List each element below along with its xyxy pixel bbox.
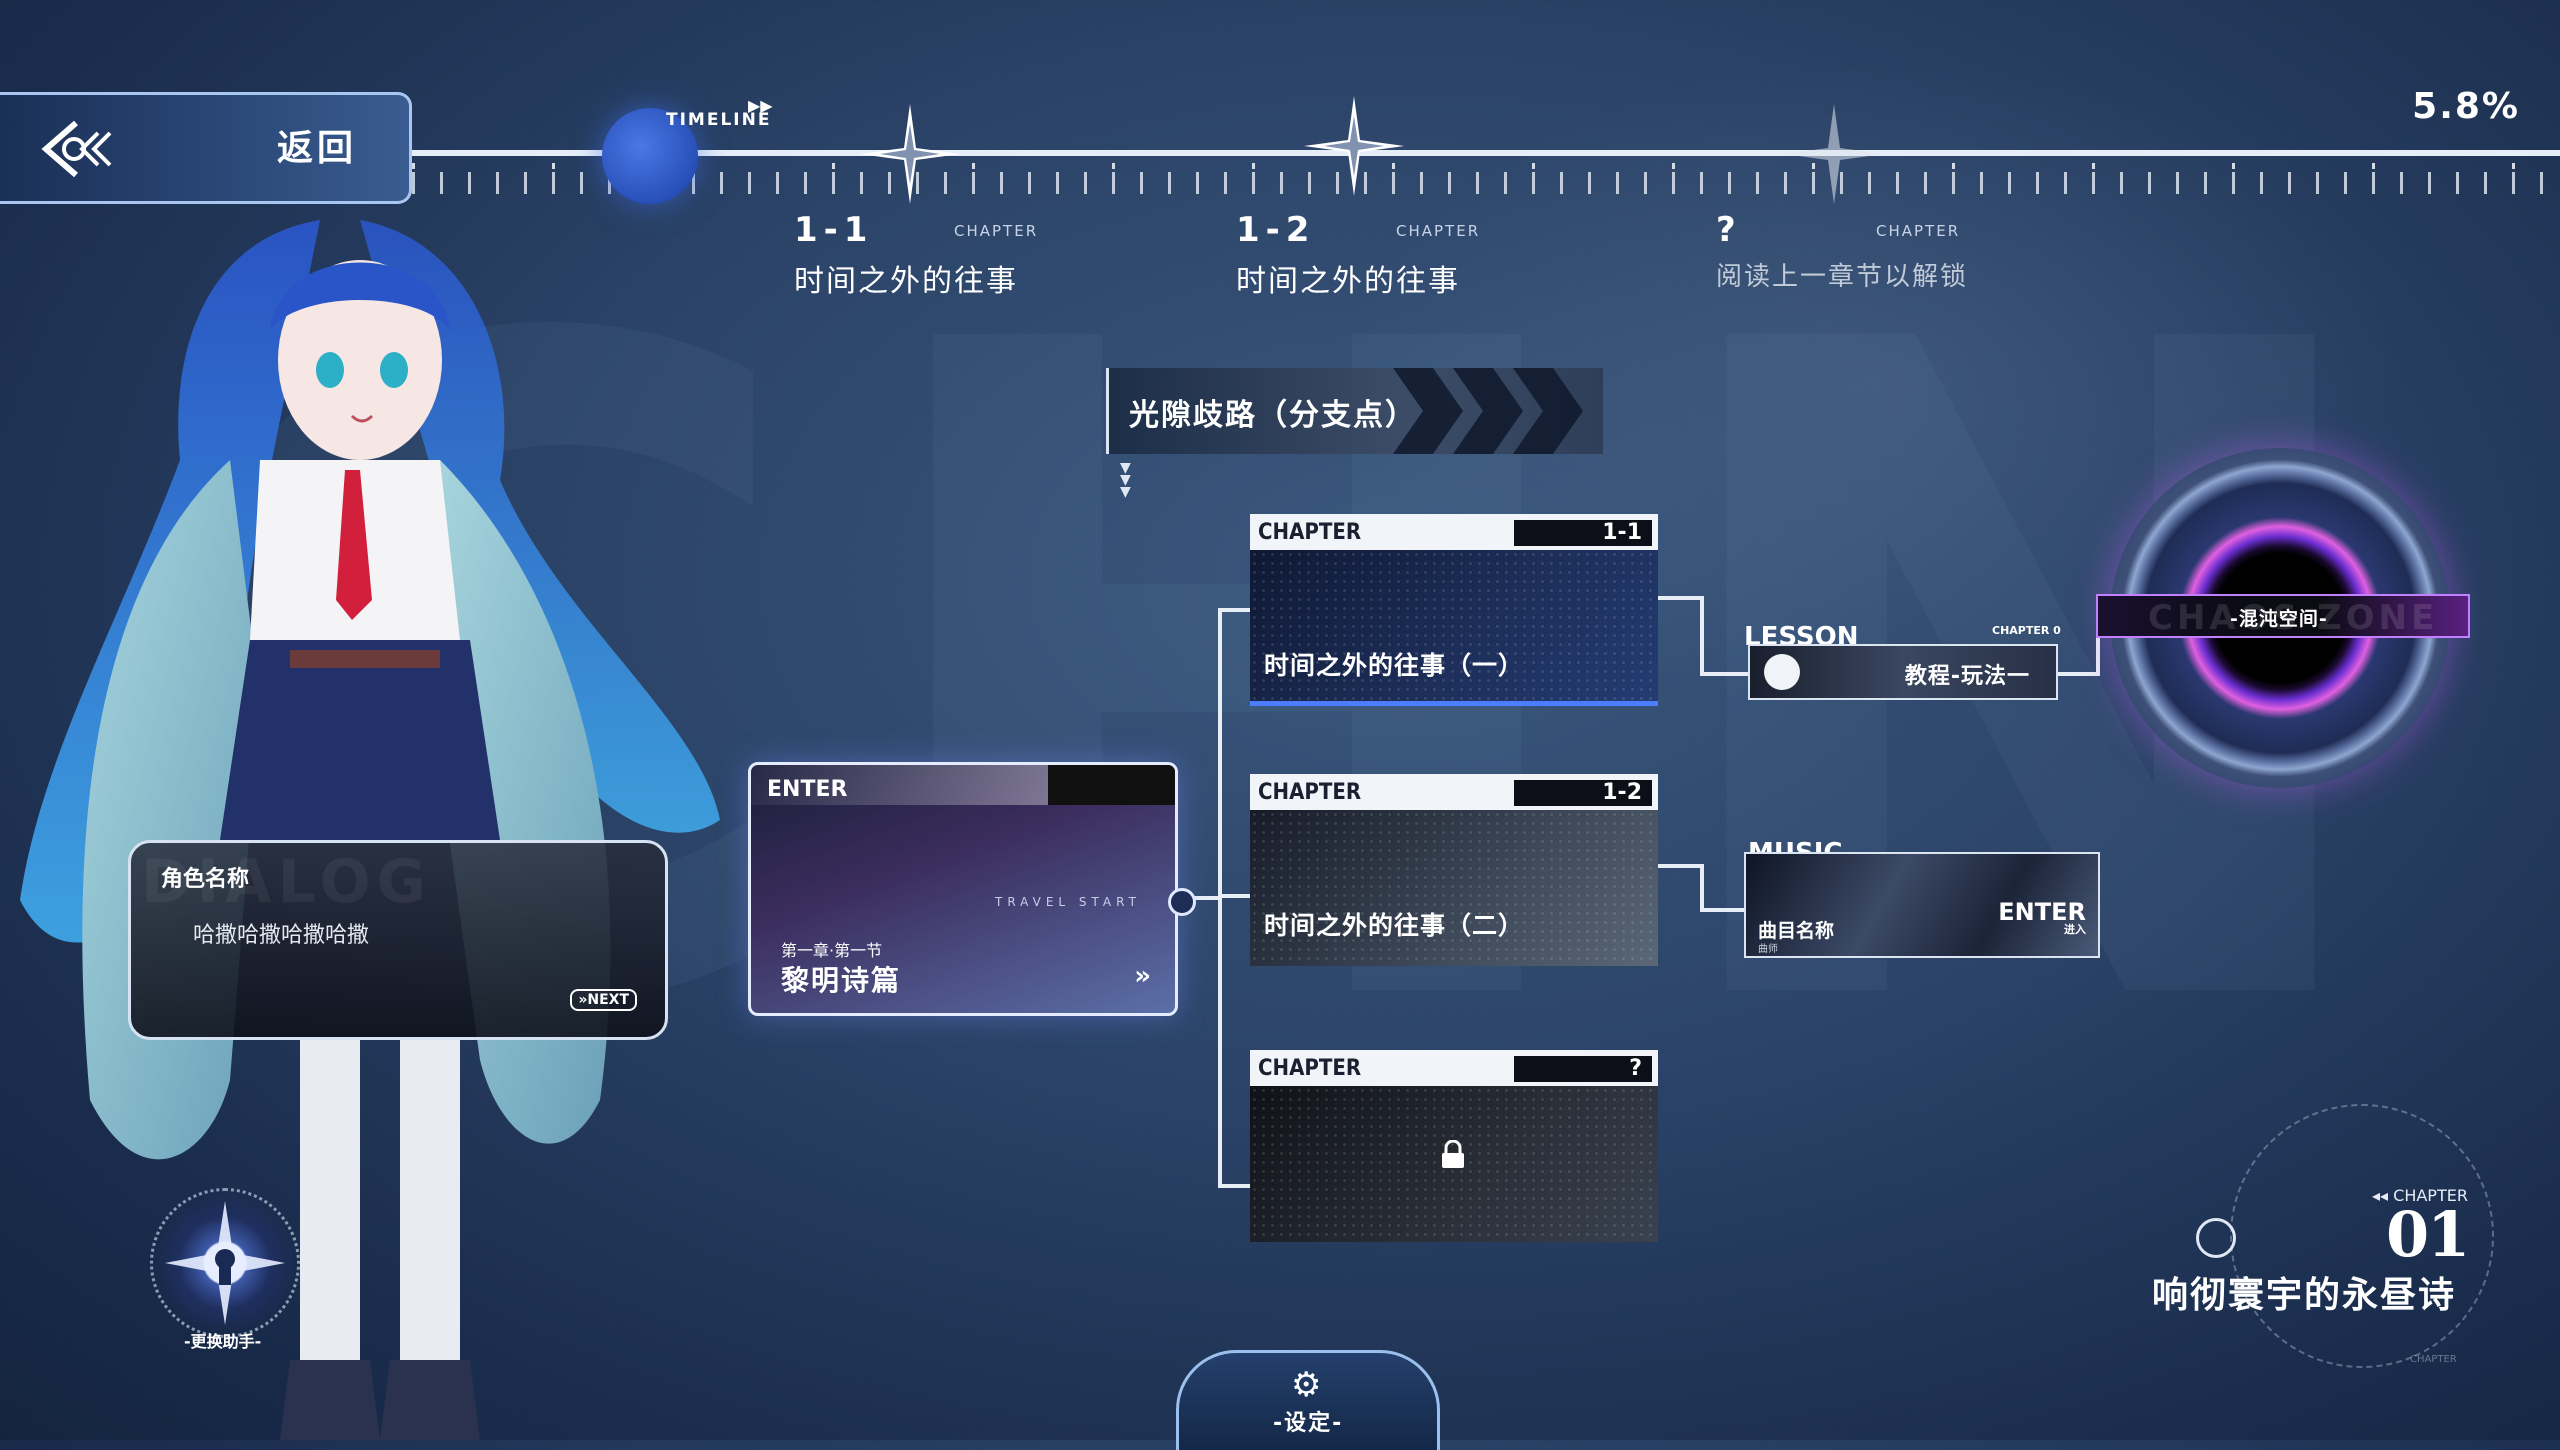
card-pattern — [1250, 550, 1658, 706]
timeline-ticks — [412, 172, 2560, 194]
chapter-indicator-number: 01 — [2386, 1198, 2470, 1271]
branch-point-header: 光隙歧路（分支点） — [1106, 368, 1603, 454]
card-topbar — [751, 765, 1175, 805]
dialog-box[interactable]: DIALOG 角色名称 哈撒哈撒哈撒哈撒 »NEXT — [128, 840, 668, 1040]
chapter-card-1-1[interactable]: CHAPTER 1-1 时间之外的往事（一） — [1250, 514, 1658, 706]
card-title: 时间之外的往事（一） — [1264, 651, 1525, 680]
connector — [1700, 908, 1744, 912]
progress-percent: 5.8% — [2412, 86, 2520, 127]
chapter-tag: CHAPTER — [1876, 222, 1961, 240]
chapter-number: 1-1 — [794, 210, 874, 250]
chapter-indicator-small-tag: CHAPTER — [2410, 1354, 2457, 1365]
dialog-watermark: DIALOG — [141, 847, 432, 917]
chapter-card-1-2[interactable]: CHAPTER 1-2 时间之外的往事（二） — [1250, 774, 1658, 966]
connector — [1218, 608, 1252, 612]
chapter-tag: CHAPTER — [954, 222, 1039, 240]
chapter-indicator-title: 响彻寰宇的永昼诗 — [2152, 1275, 2457, 1316]
start-card-subtitle: 第一章·第一节 — [781, 941, 883, 960]
dialog-text: 哈撒哈撒哈撒哈撒 — [193, 923, 370, 948]
settings-button[interactable]: ⚙ -设定- — [1176, 1350, 1440, 1450]
music-composer: 曲师 — [1758, 944, 1778, 955]
lock-icon — [1442, 1140, 1464, 1168]
timeline-node-star-locked[interactable] — [1784, 104, 1884, 204]
timeline-node-star-1[interactable] — [860, 104, 960, 204]
lesson-title: 教程-玩法一 — [1904, 664, 2030, 689]
chapter-indicator-label: ◂◂ CHAPTER — [2372, 1186, 2468, 1205]
card-chapter-tag: CHAPTER — [1258, 780, 1362, 805]
start-card-title: 黎明诗篇 — [781, 964, 902, 997]
connector — [1190, 896, 1220, 900]
timeline-chapter-2[interactable]: 1-2 CHAPTER 时间之外的往事 — [1236, 210, 1478, 300]
chapter-title: 时间之外的往事 — [794, 264, 1018, 299]
travel-start-text: TRAVEL START — [995, 895, 1141, 909]
card-header: CHAPTER 1-2 — [1250, 774, 1658, 810]
chapter-number: 1-2 — [1236, 210, 1316, 250]
change-assistant-label: -更换助手- — [184, 1332, 262, 1351]
connector — [1658, 596, 1702, 600]
card-header: CHAPTER 1-1 — [1250, 514, 1658, 550]
chaos-zone-watermark: CHAOS ZONE — [2148, 598, 2439, 638]
connector — [2096, 612, 2100, 676]
music-enter-label: ENTER — [1998, 898, 2086, 926]
chaos-zone-band: CHAOS ZONE — [2096, 594, 2470, 638]
card-pattern — [1250, 810, 1658, 966]
rewind-icon: ◂◂ — [2372, 1186, 2394, 1205]
card-chapter-tag: CHAPTER — [1258, 520, 1362, 545]
assistant-character-illustration — [20, 220, 720, 1440]
enter-label: ENTER — [767, 777, 848, 802]
timeline-node-star-2[interactable] — [1304, 96, 1404, 196]
timeline-chapter-locked[interactable]: ? CHAPTER 阅读上一章节以解锁 — [1716, 210, 1968, 293]
next-button[interactable]: »NEXT — [570, 989, 637, 1011]
connector — [1218, 894, 1252, 898]
card-number: 1-2 — [1514, 780, 1652, 806]
card-number: 1-1 — [1514, 520, 1652, 546]
chapter-indicator-circle — [2196, 1218, 2236, 1258]
card-accent-bar — [1250, 701, 1658, 706]
settings-label: -设定- — [1273, 1411, 1344, 1436]
down-arrows-icon: ▼▼▼ — [1120, 460, 1131, 500]
chevrons-icon — [1393, 368, 1583, 454]
music-enter-sub: 进入 — [2064, 923, 2086, 936]
chapter-title: 阅读上一章节以解锁 — [1716, 262, 1969, 292]
branch-label: 光隙歧路（分支点） — [1129, 398, 1417, 433]
connector — [1700, 596, 1704, 674]
go-chevrons-icon: » — [1134, 961, 1151, 991]
chaos-zone-label: -混沌空间- — [2230, 608, 2328, 630]
start-chapter-card[interactable]: ENTER TRAVEL START 第一章·第一节 黎明诗篇 » — [748, 762, 1178, 1016]
music-enter-button[interactable]: ENTER 进入 — [1998, 900, 2086, 935]
connector — [1218, 1184, 1252, 1188]
music-title: 曲目名称 — [1758, 920, 1835, 942]
lesson-tutorial-button[interactable]: 教程-玩法一 — [1748, 644, 2058, 700]
card-number: ? — [1514, 1056, 1652, 1082]
compass-star-icon — [165, 1201, 285, 1325]
fast-forward-icon: ▶▶ — [748, 96, 773, 115]
card-chapter-tag: CHAPTER — [1258, 1056, 1362, 1081]
book-icon — [1764, 654, 1800, 690]
timeline-position-orb[interactable] — [602, 108, 698, 204]
back-button[interactable]: 返回 — [0, 92, 412, 204]
chapter-tag: CHAPTER — [1396, 222, 1481, 240]
music-card[interactable]: 曲目名称 曲师 ENTER 进入 — [1744, 852, 2100, 958]
gear-icon: ⚙ — [1291, 1365, 1322, 1405]
change-assistant-button[interactable] — [150, 1188, 300, 1338]
chapter-title: 时间之外的往事 — [1236, 264, 1460, 299]
connector — [1658, 864, 1702, 868]
timeline-bar — [412, 150, 2560, 156]
back-arrow-icon — [41, 120, 112, 178]
timeline-label: TIMELINE — [666, 110, 772, 130]
lesson-chapter-tag: CHAPTER 0 — [1992, 624, 2061, 637]
timeline-chapter-1[interactable]: 1-1 CHAPTER 时间之外的往事 — [794, 210, 1036, 300]
back-label: 返回 — [276, 128, 357, 169]
chapter-card-locked[interactable]: CHAPTER ? — [1250, 1050, 1658, 1242]
card-title: 时间之外的往事（二） — [1264, 911, 1525, 940]
speaker-name: 角色名称 — [161, 867, 250, 892]
card-header: CHAPTER ? — [1250, 1050, 1658, 1086]
chapter-number: ? — [1716, 210, 1742, 250]
connector — [2058, 672, 2098, 676]
start-node — [1168, 888, 1196, 916]
timeline-major-ticks — [412, 163, 2560, 169]
connector — [1700, 672, 1748, 676]
connector — [1700, 864, 1704, 910]
